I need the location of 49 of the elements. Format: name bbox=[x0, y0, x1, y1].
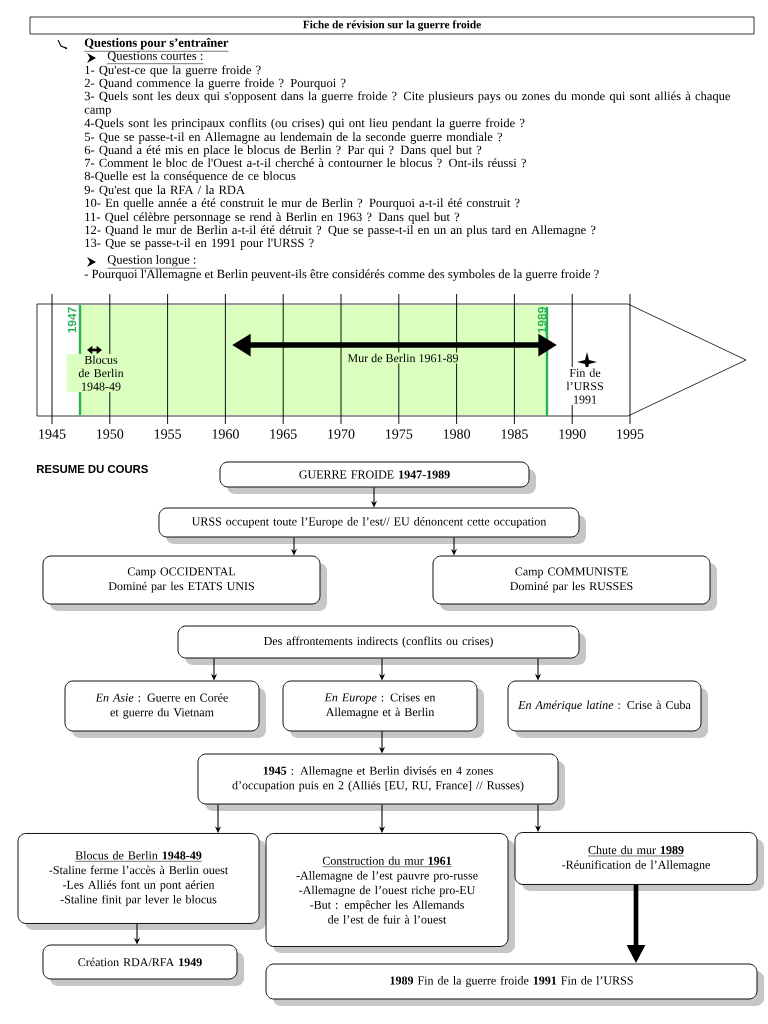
question-text: 5- Que se passe-t-il en Allemagne au lendemain de la seconde guerre mondiale ? bbox=[85, 132, 503, 144]
period-label: Blocus de Berlin 1948-49 bbox=[66, 354, 136, 392]
text-box: En Europe : Crises en Allemagne et à Berlin bbox=[282, 680, 484, 738]
text-box: Camp OCCIDENTAL Dominé par les ETATS UNIS bbox=[42, 555, 327, 611]
question-text: 10- En quelle année a été construit le mur de Berlin ? Pourquoi a-t-il été construit ? bbox=[85, 198, 520, 210]
section-heading: Questions courtes : bbox=[107, 51, 204, 64]
event-label: Fin de l’URSS 1991 bbox=[563, 367, 607, 405]
question-text: - Pourquoi l'Allemagne et Berlin peuvent-ils être considérés comme des symboles de la guerre froide ? bbox=[84, 269, 599, 281]
text-box: 1945 : Allemagne et Berlin divisés en 4 zones d’occupation puis en 2 (Alliés [EU, RU, France] // Russes) bbox=[197, 753, 565, 811]
text-box: URSS occupent toute l’Europe de l’est// EU dénoncent cette occupation bbox=[158, 507, 586, 544]
text-box: Chute du mur 1989 -Réunification de l’Allemagne bbox=[514, 832, 764, 891]
axis-tick-label: 1945 bbox=[39, 429, 66, 439]
section-heading: Question longue : bbox=[107, 254, 197, 269]
axis-tick-label: 1960 bbox=[212, 429, 239, 439]
text-box: Construction du mur 1961 -Allemagne de l’est pauvre pro-russe -Allemagne de l’ouest riche pro-EU -But : empêcher les Allemands de l’est de fuir à l’ouest bbox=[265, 833, 515, 953]
title-box: Fiche de révision sur la guerre froide bbox=[29, 16, 755, 35]
axis-tick-label: 1955 bbox=[154, 429, 182, 439]
text-box: 1989 Fin de la guerre froide 1991 Fin de l’URSS bbox=[265, 963, 764, 1006]
question-text: 4-Quels sont les principaux conflits (ou crises) qui ont lieu pendant la guerre froide ? bbox=[84, 118, 525, 130]
question-text: 12- Quand le mur de Berlin a-t-il été détruit ? Que se passe-t-il en un an plus tard en Allemagne ? bbox=[85, 225, 596, 237]
question-text: 6- Quand a été mis en place le blocus de Berlin ? Par qui ? Dans quel but ? bbox=[84, 145, 482, 157]
text-box: En Asie : Guerre en Corée et guerre du Vietnam bbox=[64, 680, 266, 738]
question-text: 2- Quand commence la guerre froide ? Pourquoi ? bbox=[84, 78, 346, 90]
question-text: 13- Que se passe-t-il en 1991 pour l'URSS ? bbox=[85, 238, 314, 250]
section-heading: RESUME DU COURS bbox=[37, 465, 148, 473]
question-text: 11- Quel célèbre personnage se rend à Berlin en 1963 ? Dans quel but ? bbox=[85, 212, 460, 224]
axis-tick-label: 1950 bbox=[97, 429, 124, 439]
question-text: 7- Comment le bloc de l'Ouest a-t-il cherché à contourner le blocus ? Ont-ils réussi ? bbox=[85, 158, 526, 168]
axis-tick-label: 1995 bbox=[617, 429, 644, 439]
text-box: Camp COMMUNISTE Dominé par les RUSSES bbox=[432, 555, 717, 611]
axis-tick-label: 1990 bbox=[559, 429, 586, 439]
question-text: 9- Qu'est que la RFA / la RDA bbox=[84, 185, 245, 197]
year-label: 1989 bbox=[537, 307, 547, 333]
year-label: 1947 bbox=[67, 307, 77, 333]
text-box: Blocus de Berlin 1948-49 -Staline ferme l’accès à Berlin ouest -Les Alliés font un pont aérien -Staline finit par lever le blocus bbox=[17, 833, 266, 930]
period-label: Mur de Berlin 1961-89 bbox=[346, 352, 460, 364]
axis-tick-label: 1985 bbox=[501, 429, 528, 439]
axis-tick-label: 1975 bbox=[386, 429, 413, 439]
question-text: 8-Quelle est la conséquence de ce blocus bbox=[84, 171, 296, 183]
axis-tick-label: 1970 bbox=[328, 429, 355, 439]
text-box: En Amérique latine : Crise à Cuba bbox=[507, 680, 708, 738]
text-box: Création RDA/RFA 1949 bbox=[42, 944, 244, 986]
axis-tick-label: 1965 bbox=[270, 429, 297, 439]
section-heading: Questions pour s’entraîner bbox=[84, 37, 229, 52]
text-box: GUERRE FROIDE 1947-1989 bbox=[219, 461, 536, 494]
question-text: 3- Quels sont les deux qui s'opposent dans la guerre froide ? Cite plusieurs pays ou zones du monde qui sont alliés à chaque camp bbox=[84, 91, 731, 117]
text-box: Des affrontements indirects (conflits ou crises) bbox=[177, 625, 586, 665]
axis-tick-label: 1980 bbox=[443, 429, 471, 439]
question-text: 1- Qu'est-ce que la guerre froide ? bbox=[85, 65, 261, 77]
